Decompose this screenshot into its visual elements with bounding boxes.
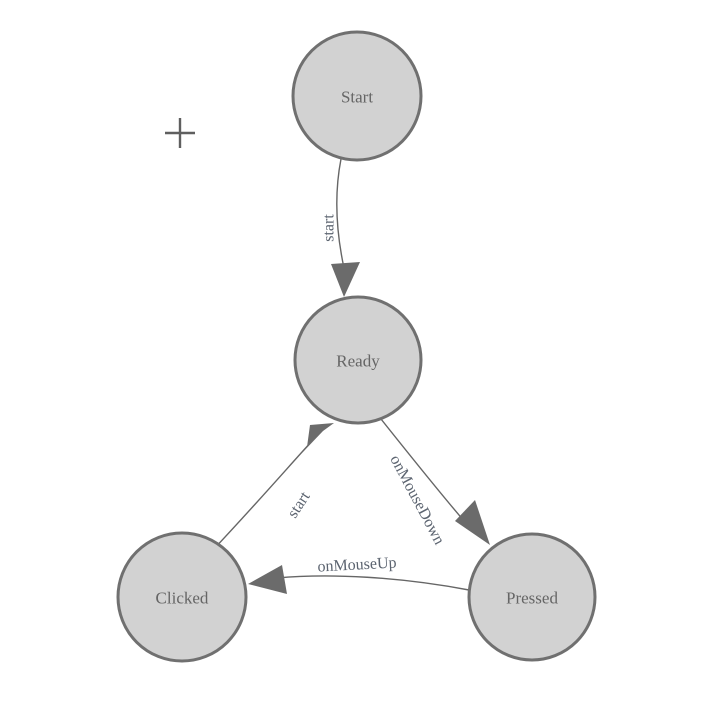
edge-label-ready-to-pressed: onMouseDown [386, 452, 447, 547]
edge-clicked-to-ready[interactable] [211, 423, 334, 552]
arrowhead-pressed-to-clicked [248, 565, 287, 594]
edge-label-start-to-ready: start [321, 214, 338, 242]
edge-label-clicked-to-ready: start [284, 488, 314, 521]
edge-path-pressed-to-clicked [276, 575, 470, 591]
node-ready-circle[interactable] [293, 295, 423, 425]
node-clicked[interactable]: Clicked [116, 531, 248, 663]
node-ready[interactable]: Ready [293, 295, 423, 425]
edge-start-to-ready[interactable] [331, 158, 360, 297]
edge-ready-to-pressed[interactable] [380, 418, 490, 545]
node-start-circle[interactable] [291, 30, 423, 162]
node-clicked-label: Clicked [156, 589, 209, 608]
arrowhead-start-to-ready [331, 262, 360, 297]
arrowhead-clicked-to-ready [302, 423, 334, 453]
crosshair-icon [165, 118, 195, 148]
edge-label-pressed-to-clicked: onMouseUp [317, 554, 397, 575]
node-clicked-circle[interactable] [116, 531, 248, 663]
node-start[interactable]: Start [291, 30, 423, 162]
edge-path-clicked-to-ready [211, 440, 313, 552]
node-pressed[interactable]: Pressed [467, 532, 597, 662]
node-pressed-circle[interactable] [467, 532, 597, 662]
node-start-label: Start [341, 88, 373, 107]
node-pressed-label: Pressed [506, 589, 558, 608]
node-ready-label: Ready [336, 352, 380, 371]
edge-path-start-to-ready [336, 158, 345, 269]
edge-pressed-to-clicked[interactable] [248, 565, 470, 594]
arrowhead-ready-to-pressed [455, 500, 490, 545]
